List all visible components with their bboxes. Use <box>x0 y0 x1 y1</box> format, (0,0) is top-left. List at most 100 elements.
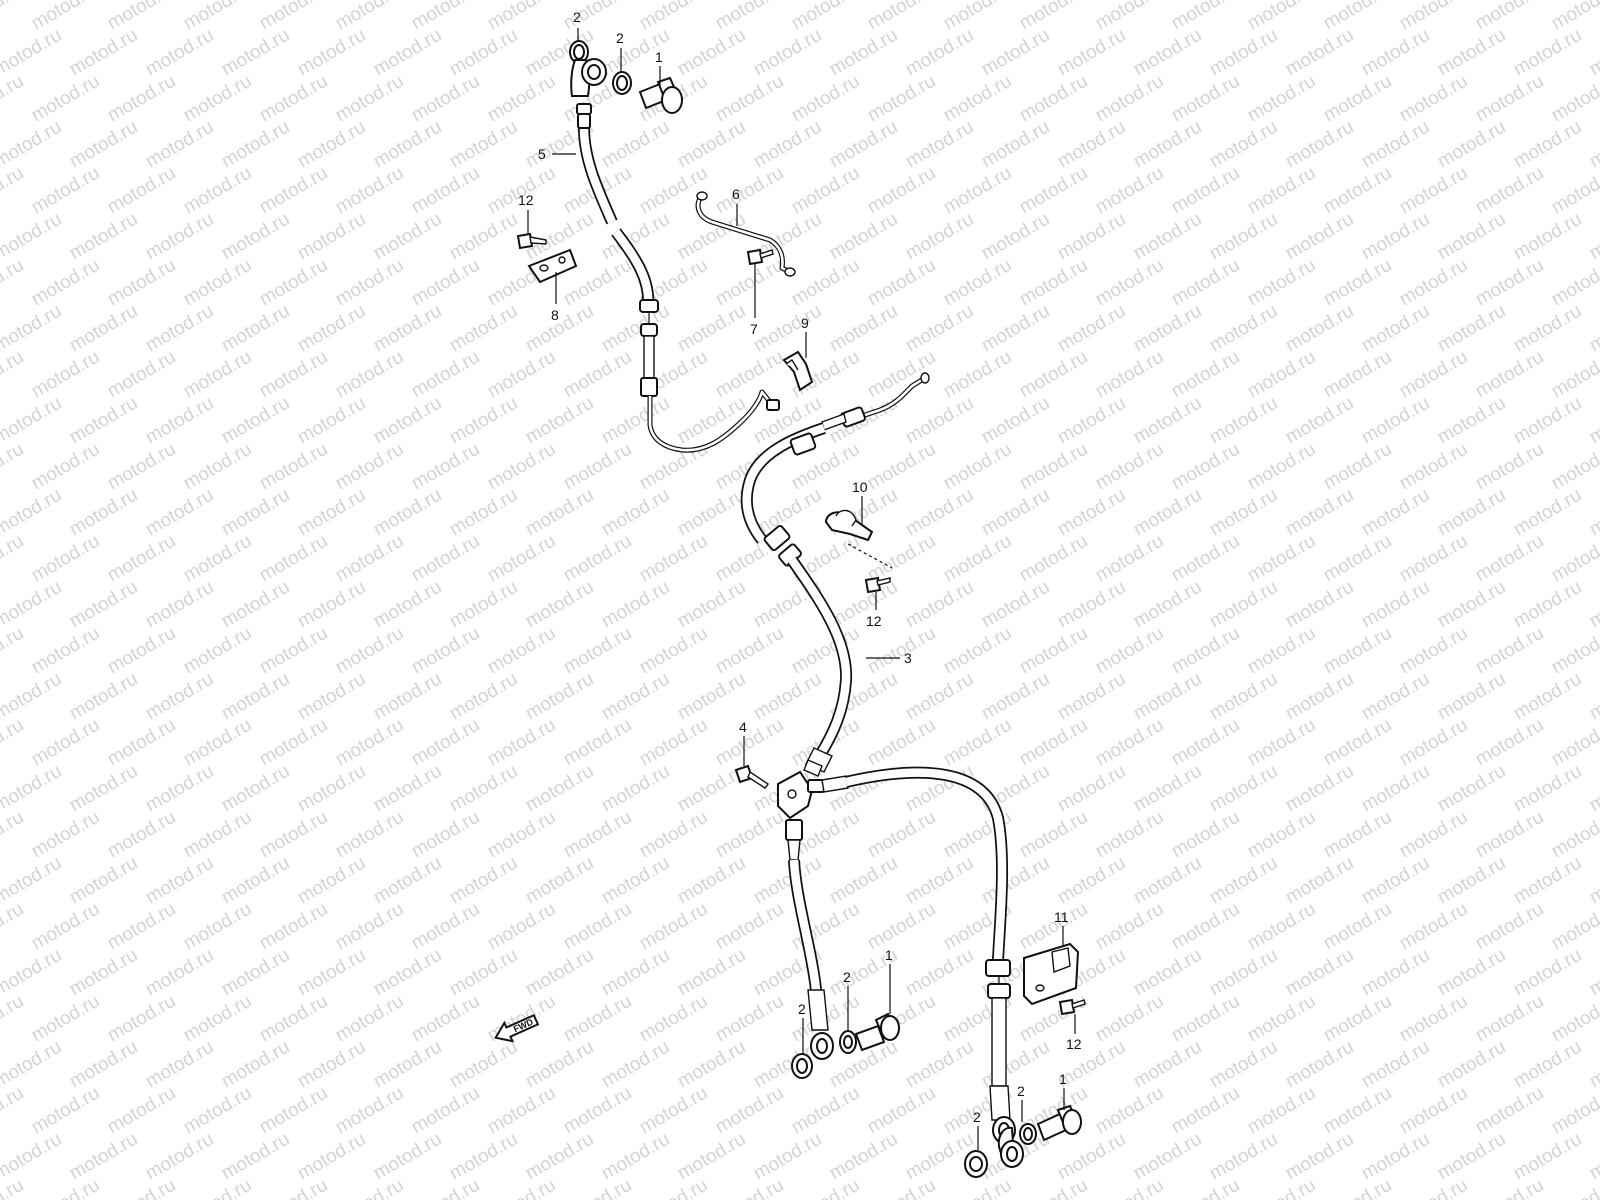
watermark-text: motod.ru <box>1282 25 1357 81</box>
watermark-text: motod.ru <box>864 623 939 679</box>
watermark-text: motod.ru <box>636 991 711 1047</box>
watermark-text: motod.ru <box>180 1175 255 1200</box>
watermark-text: motod.ru <box>28 71 103 127</box>
watermark-text: motod.ru <box>1282 853 1357 909</box>
watermark-text: motod.ru <box>560 439 635 495</box>
watermark-text: motod.ru <box>1092 531 1167 587</box>
watermark-text: motod.ru <box>484 0 559 34</box>
watermark-text: motod.ru <box>1092 163 1167 219</box>
watermark-text: motod.ru <box>1016 255 1091 311</box>
watermark-text: motod.ru <box>1168 899 1243 955</box>
watermark-text: motod.ru <box>104 1175 179 1200</box>
watermark-text: motod.ru <box>66 669 141 725</box>
watermark-text: motod.ru <box>142 393 217 449</box>
callout-1-left: 1 <box>885 947 893 963</box>
watermark-text: motod.ru <box>1282 301 1357 357</box>
watermark-text: motod.ru <box>1396 991 1471 1047</box>
watermark-text: motod.ru <box>408 0 483 34</box>
watermark-text: motod.ru <box>864 163 939 219</box>
watermark-text: motod.ru <box>1396 899 1471 955</box>
watermark-text: motod.ru <box>256 531 331 587</box>
watermark-text: motod.ru <box>1206 301 1281 357</box>
watermark-text: motod.ru <box>560 531 635 587</box>
watermark-text: motod.ru <box>902 301 977 357</box>
watermark-text: motod.ru <box>28 899 103 955</box>
watermark-text: motod.ru <box>1510 1129 1585 1185</box>
watermark-text: motod.ru <box>0 117 65 173</box>
callout-8: 8 <box>551 307 559 323</box>
watermark-text: motod.ru <box>218 117 293 173</box>
watermark-text: motod.ru <box>1016 439 1091 495</box>
watermark-text: motod.ru <box>1510 117 1585 173</box>
watermark-text: motod.ru <box>864 71 939 127</box>
watermark-text: motod.ru <box>712 715 787 771</box>
watermark-text: motod.ru <box>104 1083 179 1139</box>
watermark-text: motod.ru <box>180 991 255 1047</box>
watermark-text: motod.ru <box>598 117 673 173</box>
watermark-text: motod.ru <box>180 715 255 771</box>
watermark-text: motod.ru <box>1206 669 1281 725</box>
watermark-text: motod.ru <box>66 853 141 909</box>
watermark-text: motod.ru <box>28 347 103 403</box>
watermark-text: motod.ru <box>1054 209 1129 265</box>
watermark-text: motod.ru <box>0 1037 65 1093</box>
watermark-text: motod.ru <box>902 945 977 1001</box>
watermark-text: motod.ru <box>1472 807 1547 863</box>
watermark-text: motod.ru <box>370 669 445 725</box>
watermark-text: motod.ru <box>1396 439 1471 495</box>
watermark-text: motod.ru <box>0 347 27 403</box>
watermark-text: motod.ru <box>370 1129 445 1185</box>
watermark-text: motod.ru <box>256 715 331 771</box>
callout-2-right-b: 2 <box>1017 1083 1025 1099</box>
watermark-text: motod.ru <box>1206 485 1281 541</box>
watermark-text: motod.ru <box>712 899 787 955</box>
watermark-text: motod.ru <box>218 945 293 1001</box>
watermark-text: motod.ru <box>66 1129 141 1185</box>
watermark-text: motod.ru <box>1472 0 1547 34</box>
watermark-text: motod.ru <box>0 0 27 34</box>
watermark-text: motod.ru <box>104 991 179 1047</box>
watermark-text: motod.ru <box>370 853 445 909</box>
watermark-text: motod.ru <box>484 1175 559 1200</box>
watermark-text: motod.ru <box>1206 1037 1281 1093</box>
watermark-text: motod.ru <box>1282 669 1357 725</box>
callout-12-lower: 12 <box>1066 1036 1082 1052</box>
watermark-text: motod.ru <box>978 301 1053 357</box>
watermark-text: motod.ru <box>1396 623 1471 679</box>
watermark-text: motod.ru <box>1472 531 1547 587</box>
watermark-text: motod.ru <box>218 1129 293 1185</box>
watermark-text: motod.ru <box>940 0 1015 34</box>
watermark-text: motod.ru <box>1168 71 1243 127</box>
watermark-text: motod.ru <box>1244 439 1319 495</box>
watermark-text: motod.ru <box>256 807 331 863</box>
watermark-text: motod.ru <box>0 393 65 449</box>
watermark-text: motod.ru <box>1320 899 1395 955</box>
watermark-text: motod.ru <box>978 1037 1053 1093</box>
watermark-text: motod.ru <box>1168 807 1243 863</box>
watermark-text: motod.ru <box>0 577 65 633</box>
watermark-text: motod.ru <box>1320 1175 1395 1200</box>
watermark-text: motod.ru <box>1244 899 1319 955</box>
watermark-text: motod.ru <box>332 991 407 1047</box>
watermark-text: motod.ru <box>332 531 407 587</box>
watermark-text: motod.ru <box>788 623 863 679</box>
watermark-text: motod.ru <box>1016 715 1091 771</box>
watermark-text: motod.ru <box>1244 531 1319 587</box>
watermark-text: motod.ru <box>1434 1129 1509 1185</box>
watermark-text: motod.ru <box>0 255 27 311</box>
watermark-text: motod.ru <box>104 347 179 403</box>
watermark-text: motod.ru <box>1016 1175 1091 1200</box>
watermark-text: motod.ru <box>256 1083 331 1139</box>
watermark-text: motod.ru <box>142 25 217 81</box>
watermark-text: motod.ru <box>28 715 103 771</box>
watermark-text: motod.ru <box>902 853 977 909</box>
watermark-text: motod.ru <box>1472 623 1547 679</box>
watermark-text: motod.ru <box>1472 715 1547 771</box>
watermark-text: motod.ru <box>1244 255 1319 311</box>
watermark-text: motod.ru <box>1358 209 1433 265</box>
watermark-text: motod.ru <box>522 1037 597 1093</box>
watermark-text: motod.ru <box>1510 577 1585 633</box>
watermark-text: motod.ru <box>1396 0 1471 34</box>
watermark-text: motod.ru <box>978 117 1053 173</box>
